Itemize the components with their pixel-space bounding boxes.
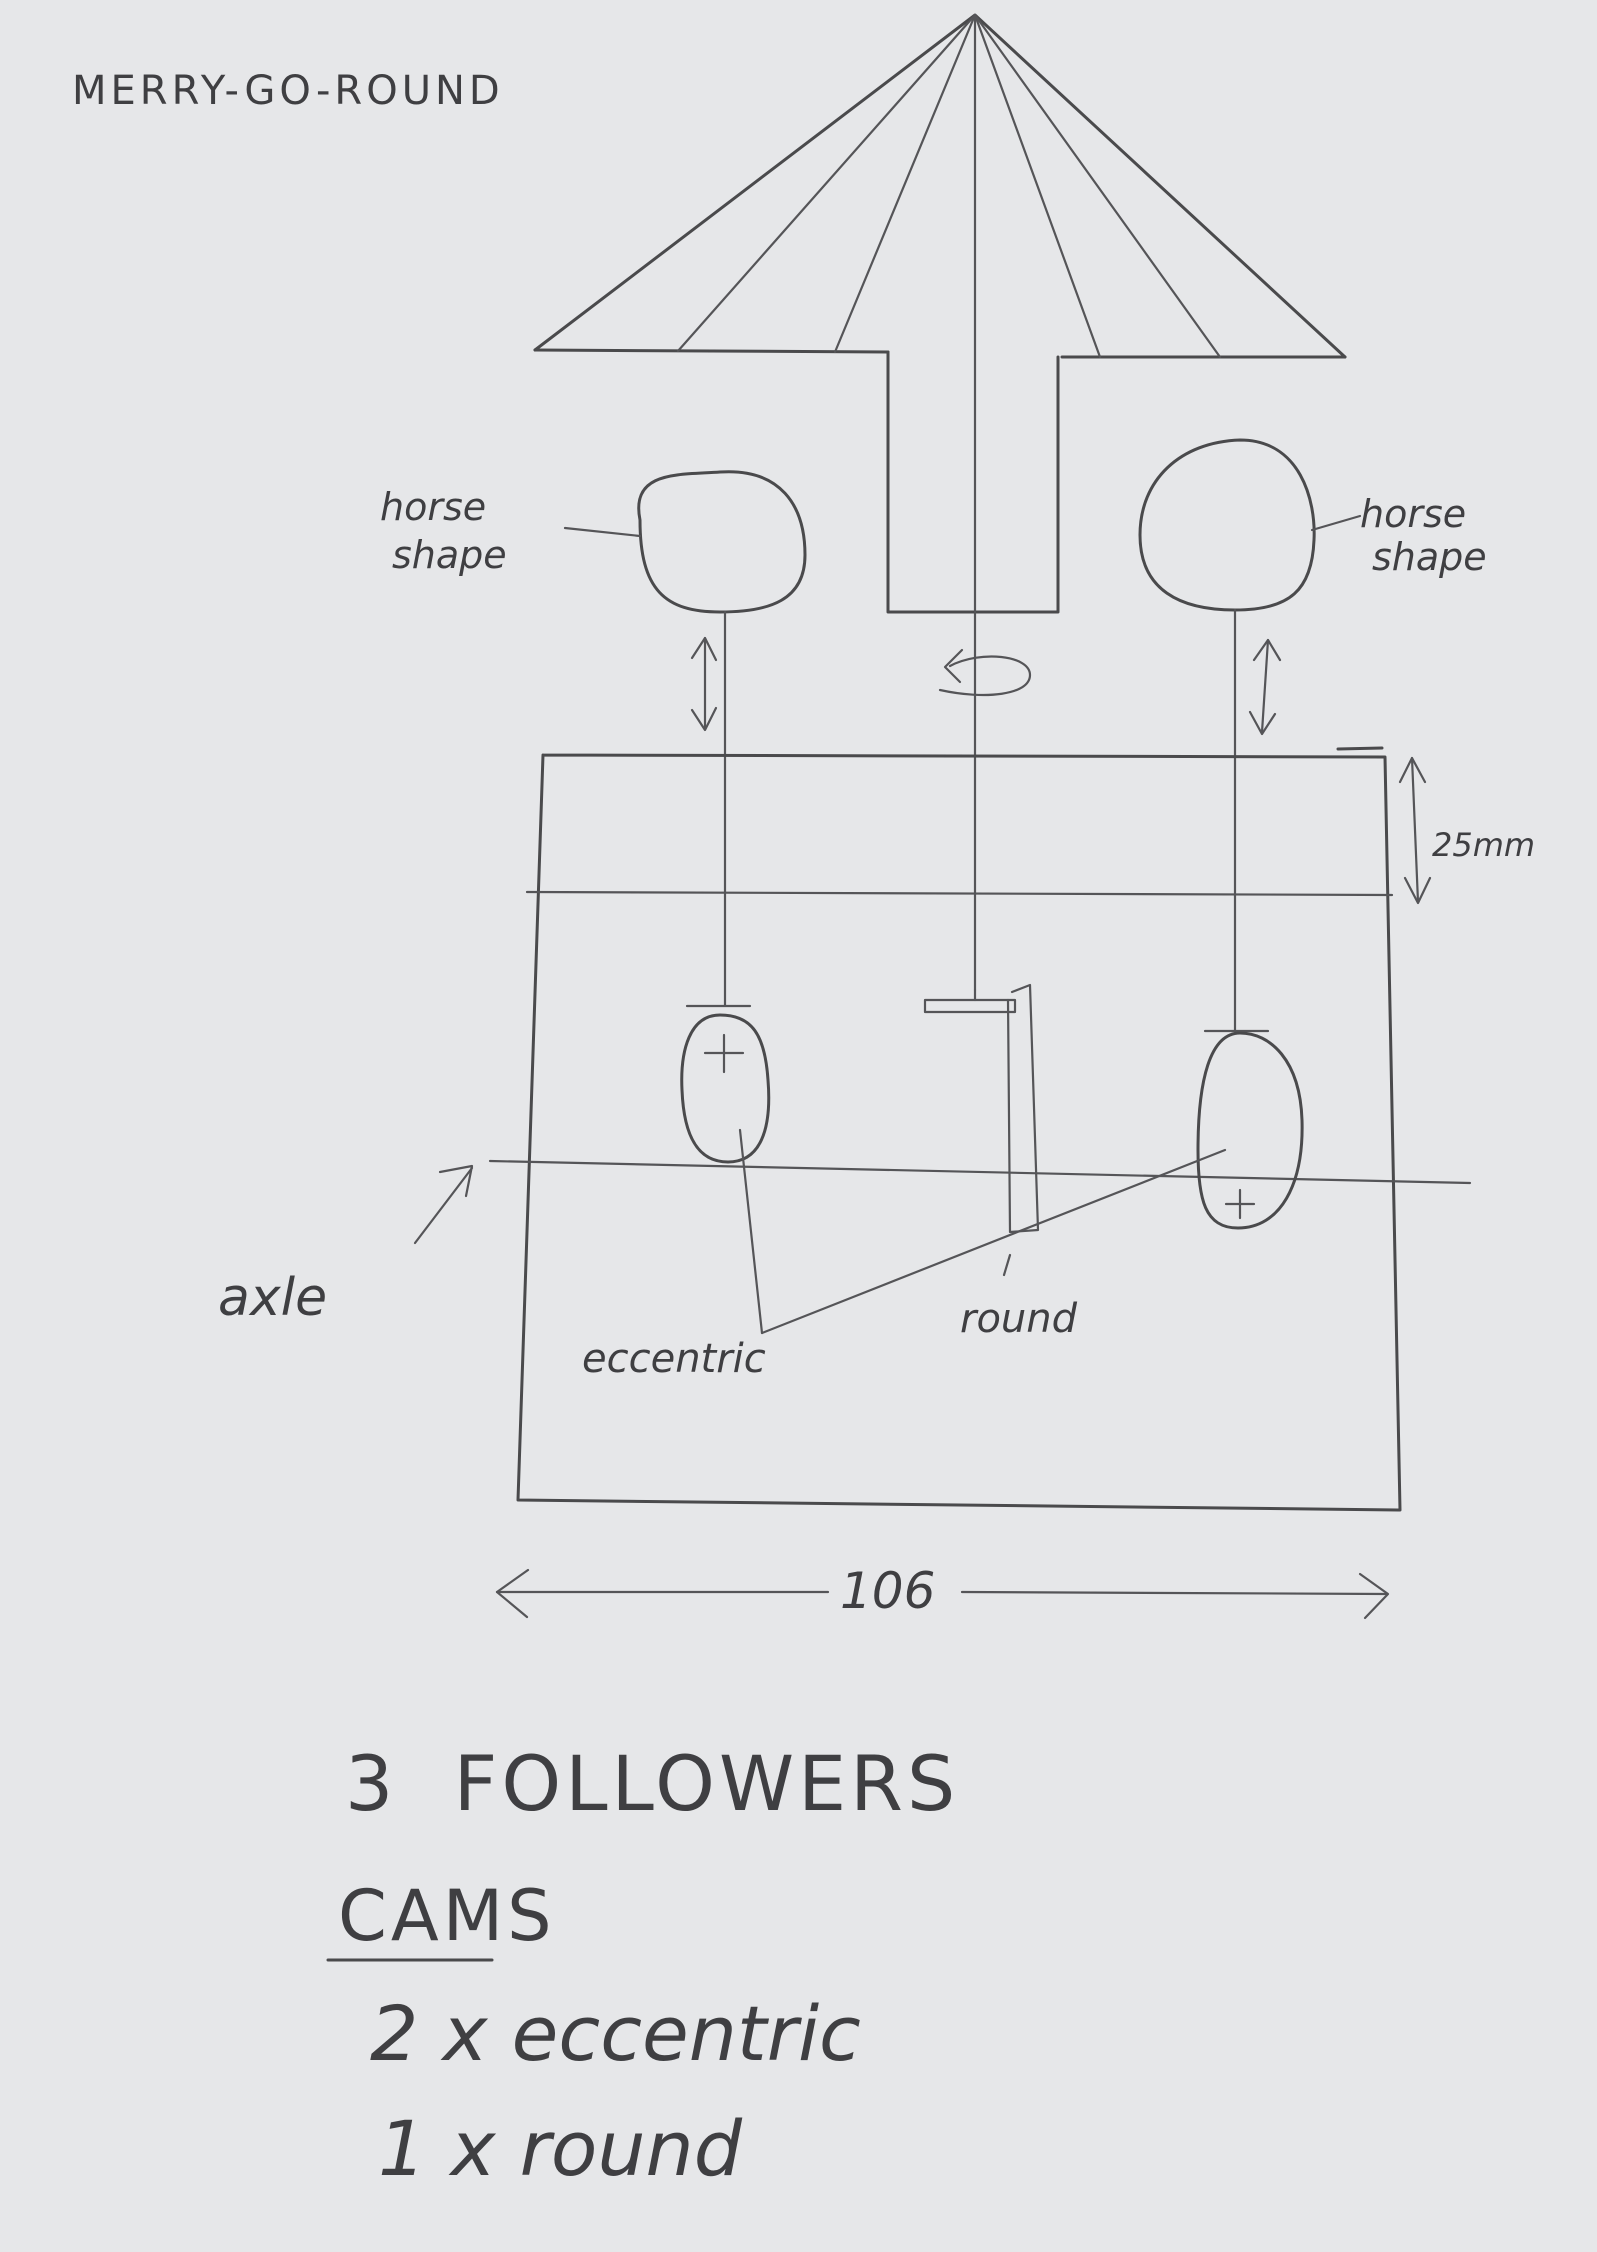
svg-text:106: 106 xyxy=(840,1562,935,1620)
sketch-title: MERRY-GO-ROUND xyxy=(72,68,504,114)
round-cam xyxy=(925,985,1038,1232)
cam-line-round: 1 x round xyxy=(378,2104,743,2193)
eccentric-cam-right xyxy=(1198,1031,1302,1228)
rotation-arrow-icon xyxy=(940,650,1030,695)
eccentric-cam-left xyxy=(682,1006,769,1162)
svg-text:shape: shape xyxy=(1372,535,1487,579)
svg-text:shape: shape xyxy=(392,533,507,577)
dimension-25mm: 25mm xyxy=(1400,758,1535,903)
horse-label-left: horse shape xyxy=(380,485,640,577)
up-down-arrow-right-icon xyxy=(1250,640,1280,734)
horse-shape-right xyxy=(1140,440,1314,610)
svg-text:axle: axle xyxy=(218,1268,327,1328)
cam-box-frame xyxy=(518,748,1400,1510)
canopy-roof xyxy=(535,15,1345,357)
horse-shape-left xyxy=(639,472,805,612)
svg-text:CAMS: CAMS xyxy=(338,1875,556,1957)
svg-text:horse: horse xyxy=(1360,492,1466,536)
svg-text:horse: horse xyxy=(380,485,486,529)
eccentric-label: eccentric xyxy=(582,1130,1225,1382)
followers-note: 3 FOLLOWERS xyxy=(345,1739,959,1828)
dimension-106: 106 xyxy=(497,1562,1388,1620)
svg-text:25mm: 25mm xyxy=(1432,826,1535,864)
axle-line xyxy=(490,1161,1470,1183)
svg-text:round: round xyxy=(960,1296,1078,1342)
up-down-arrow-left-icon xyxy=(692,638,716,730)
horse-label-right: horse shape xyxy=(1312,492,1487,579)
cams-heading: CAMS xyxy=(328,1875,556,1960)
svg-text:eccentric: eccentric xyxy=(582,1336,766,1382)
cam-line-eccentric: 2 x eccentric xyxy=(370,1989,861,2078)
axle-label: axle xyxy=(218,1166,472,1328)
round-label: round xyxy=(960,1255,1078,1342)
